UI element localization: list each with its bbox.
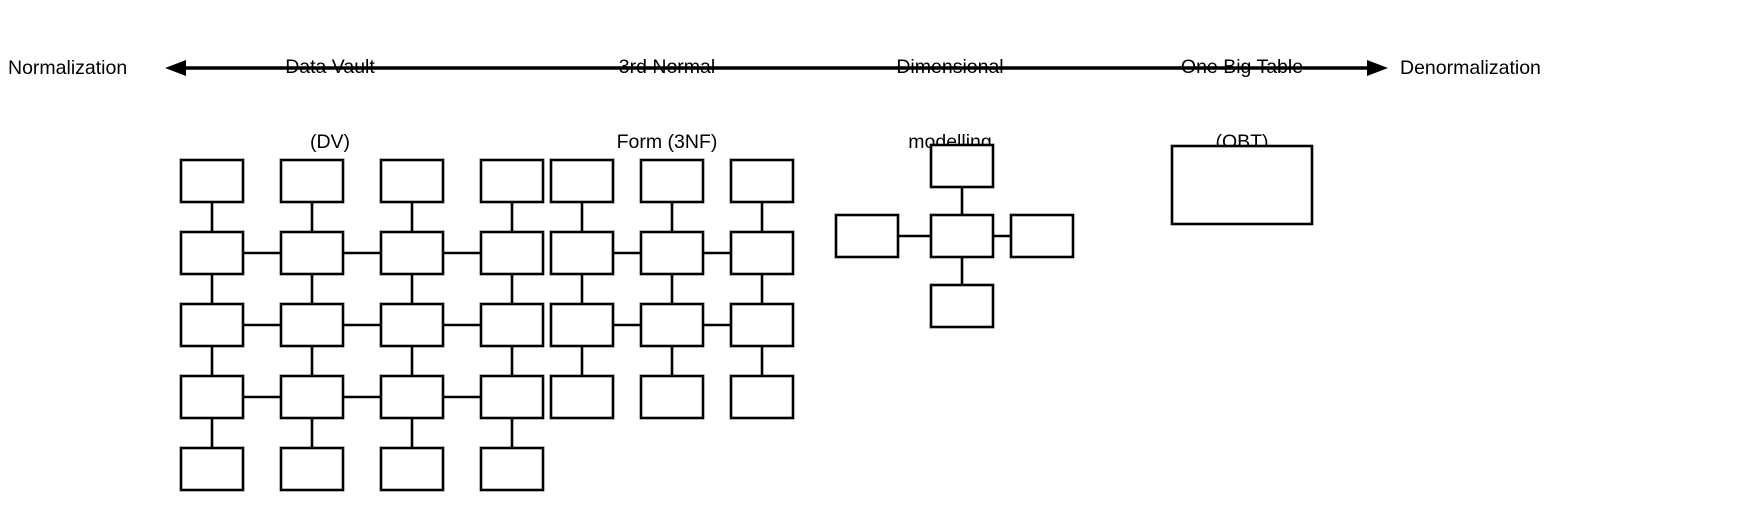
table-node bbox=[279, 374, 345, 420]
table-node bbox=[379, 446, 445, 492]
table-node bbox=[639, 230, 705, 276]
column-heading-line2: (DV) bbox=[309, 131, 351, 153]
axis-label-normalization: Normalization bbox=[8, 57, 128, 79]
diagram-third-normal-form bbox=[549, 158, 795, 420]
axis-label-denormalization: Denormalization bbox=[1400, 57, 1541, 79]
table-node bbox=[379, 158, 445, 204]
table-node bbox=[549, 230, 615, 276]
diagram-one-big-table bbox=[1170, 144, 1314, 226]
table-node bbox=[179, 374, 245, 420]
fact-node-center bbox=[929, 213, 995, 259]
table-node bbox=[729, 158, 795, 204]
table-node bbox=[479, 374, 545, 420]
dimension-node-left bbox=[834, 213, 900, 259]
table-node bbox=[729, 302, 795, 348]
one-big-table-node bbox=[1170, 144, 1314, 226]
table-node bbox=[179, 230, 245, 276]
table-node bbox=[179, 302, 245, 348]
dimension-node-top bbox=[929, 143, 995, 189]
dimension-node-right bbox=[1009, 213, 1075, 259]
table-node bbox=[479, 158, 545, 204]
table-node bbox=[479, 302, 545, 348]
table-node bbox=[549, 302, 615, 348]
table-node bbox=[379, 374, 445, 420]
table-node bbox=[279, 302, 345, 348]
table-node bbox=[729, 230, 795, 276]
column-heading-line2: Form (3NF) bbox=[616, 131, 718, 153]
diagram-data-vault bbox=[179, 158, 545, 492]
table-node bbox=[479, 446, 545, 492]
diagram-dimensional-modelling bbox=[834, 143, 1075, 329]
table-node bbox=[279, 230, 345, 276]
table-node bbox=[549, 374, 615, 420]
table-node bbox=[179, 158, 245, 204]
table-node bbox=[379, 302, 445, 348]
table-node bbox=[639, 374, 705, 420]
table-node bbox=[729, 374, 795, 420]
dimension-node-bottom bbox=[929, 283, 995, 329]
table-node bbox=[279, 158, 345, 204]
table-node bbox=[179, 446, 245, 492]
normalization-axis-arrow bbox=[165, 60, 1388, 76]
table-node bbox=[379, 230, 445, 276]
table-node bbox=[639, 302, 705, 348]
table-node bbox=[639, 158, 705, 204]
table-node bbox=[479, 230, 545, 276]
table-node bbox=[549, 158, 615, 204]
table-node bbox=[279, 446, 345, 492]
